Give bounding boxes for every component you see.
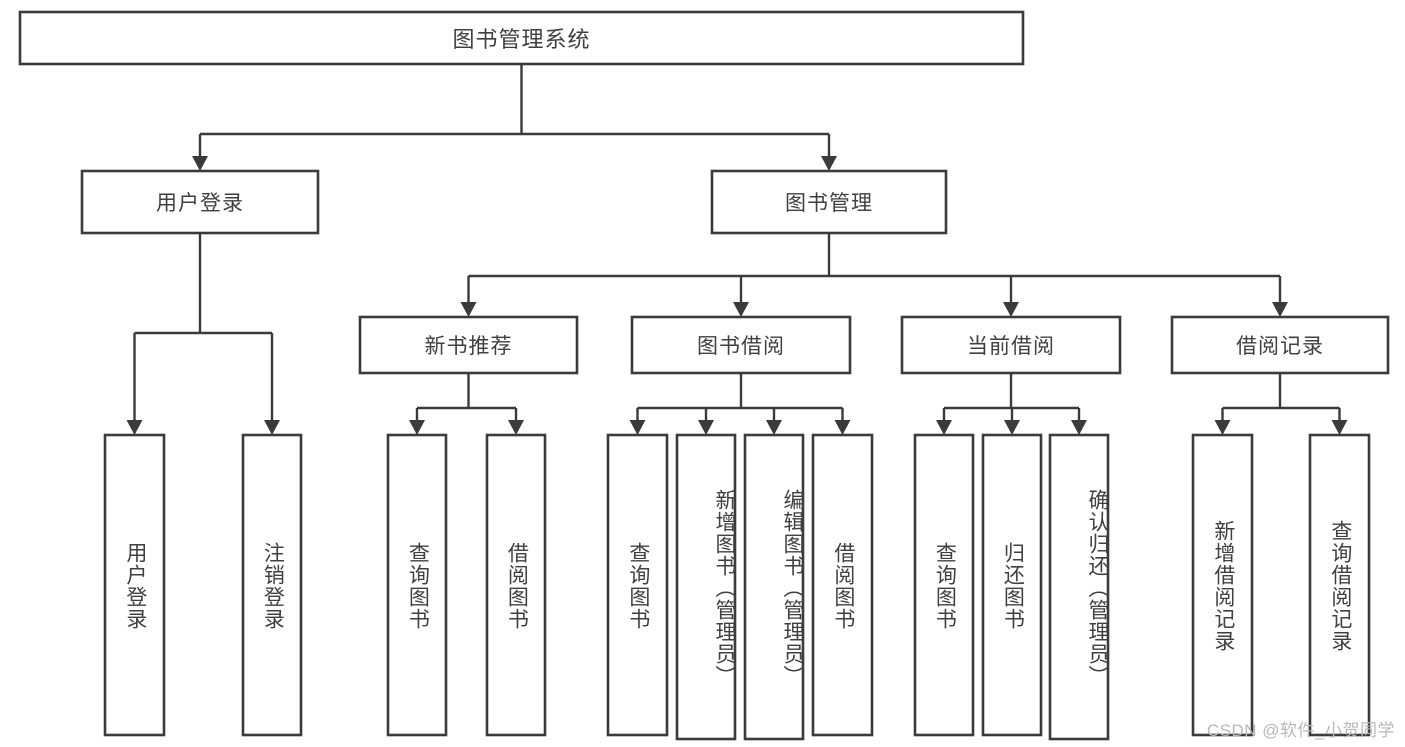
- arrow-head: [264, 420, 280, 435]
- connector-layer: [126, 64, 1348, 435]
- node-box-book-borrow: [630, 315, 852, 375]
- node-box-book-manage: [710, 169, 948, 235]
- node-box-root: [18, 10, 1025, 66]
- arrow-head: [508, 420, 524, 435]
- arrow-head: [409, 420, 425, 435]
- arrow-head: [821, 156, 837, 171]
- arrow-head: [733, 302, 749, 317]
- arrow-head: [1071, 420, 1087, 435]
- arrow-head: [698, 420, 714, 435]
- arrow-head: [192, 156, 208, 171]
- arrow-head: [936, 420, 952, 435]
- box-layer: [18, 10, 1390, 741]
- node-box-user-login: [80, 169, 320, 235]
- node-box-leaf-query-book-1: [386, 433, 448, 737]
- arrow-head: [629, 420, 646, 435]
- arrow-head: [1003, 302, 1019, 317]
- node-box-leaf-borrow-book-1: [485, 433, 547, 737]
- node-box-leaf-add-record: [1191, 433, 1254, 737]
- arrow-head: [126, 420, 143, 435]
- arrow-head: [1331, 420, 1348, 435]
- arrow-head: [834, 420, 851, 435]
- arrow-head: [1272, 302, 1288, 317]
- node-box-leaf-edit-book: [743, 433, 805, 741]
- node-box-current-borrow: [900, 315, 1122, 375]
- arrow-head: [766, 420, 782, 435]
- arrow-head: [460, 302, 477, 317]
- watermark: CSDN @软件_小贺同学: [1206, 721, 1395, 740]
- node-box-borrow-record: [1170, 315, 1390, 375]
- node-box-leaf-query-record: [1308, 433, 1371, 737]
- node-box-leaf-borrow-book-2: [811, 433, 874, 737]
- node-box-leaf-query-book-3: [913, 433, 975, 737]
- node-box-leaf-query-book-2: [606, 433, 669, 737]
- node-box-new-book-rec: [358, 315, 579, 375]
- node-box-leaf-return-book: [981, 433, 1043, 737]
- node-box-leaf-user-login: [103, 433, 166, 737]
- node-box-leaf-add-book: [675, 433, 737, 741]
- arrow-head: [1214, 420, 1231, 435]
- arrow-head: [1004, 420, 1020, 435]
- node-box-leaf-confirm-return: [1048, 433, 1110, 741]
- node-box-leaf-logout: [241, 433, 303, 737]
